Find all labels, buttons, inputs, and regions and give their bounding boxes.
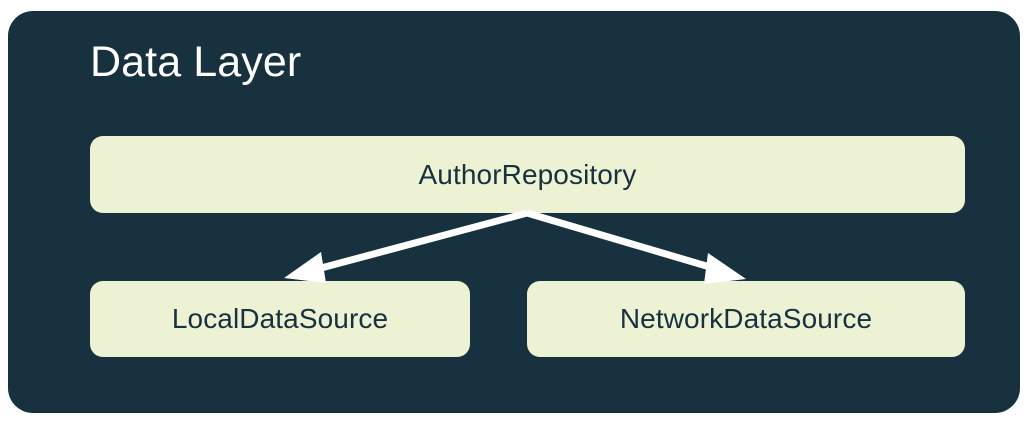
page-title: Data Layer: [90, 38, 302, 86]
node-label-network-data-source: NetworkDataSource: [619, 303, 873, 334]
node-network-data-source[interactable]: NetworkDataSource: [527, 281, 965, 357]
node-author-repository[interactable]: AuthorRepository: [90, 136, 965, 213]
node-label-author-repository: AuthorRepository: [418, 158, 637, 190]
node-label-local-data-source: LocalDataSource: [171, 303, 389, 334]
node-local-data-source[interactable]: LocalDataSource: [90, 281, 470, 357]
